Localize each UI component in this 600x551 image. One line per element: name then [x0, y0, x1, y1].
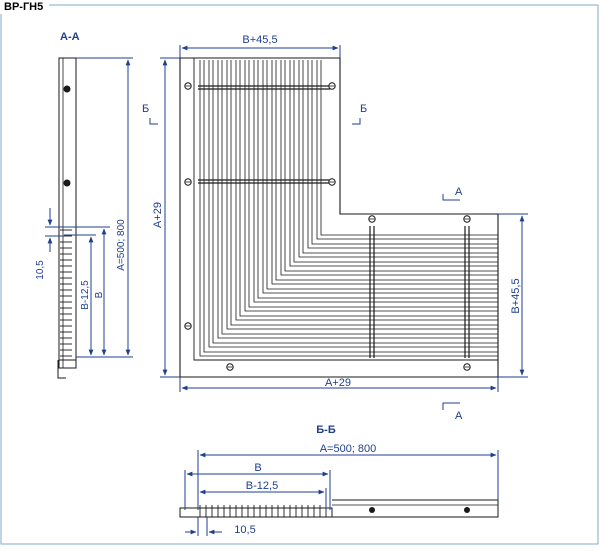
cut-mark-b-right: Б — [360, 103, 367, 115]
aa-b-label: В — [94, 291, 105, 298]
grille-bar — [235, 60, 498, 321]
screw-icon — [369, 507, 375, 513]
grille-bar — [244, 60, 498, 312]
grille-bar — [275, 60, 498, 281]
bb-width-label: А=500; 800 — [320, 443, 377, 455]
grille-bar — [298, 60, 498, 258]
grille-bar — [284, 60, 498, 272]
grille-bar — [203, 60, 498, 353]
plan-screws — [184, 82, 471, 371]
section-aa-dimensions — [45, 57, 133, 358]
grille-bar — [199, 60, 498, 357]
section-bb-dimensions — [184, 450, 499, 536]
screw-icon — [464, 507, 470, 513]
outer-border — [0, 4, 599, 545]
aa-thickness-label: 10,5 — [35, 260, 46, 280]
left-height-label: А+29 — [152, 202, 164, 228]
grille-bar — [217, 60, 498, 339]
grille-bar — [302, 60, 498, 254]
grille-bar — [311, 60, 498, 245]
grille-bar — [293, 60, 498, 263]
grille-bar — [271, 60, 498, 285]
grille-bar — [230, 60, 498, 326]
bottom-width-label: А+29 — [325, 377, 351, 389]
plan-view — [179, 57, 499, 378]
aa-b-minus-label: В-12,5 — [80, 280, 91, 310]
grille-bar — [253, 60, 498, 303]
grille-bar — [212, 60, 498, 344]
grille-bar — [257, 60, 498, 299]
cut-mark-a-bottom: А — [455, 410, 463, 422]
bb-thickness-label: 10,5 — [234, 524, 255, 536]
aa-height-label: А=500; 800 — [116, 219, 127, 271]
grille-bar — [280, 60, 498, 276]
section-aa-view — [57, 57, 77, 379]
section-bb-label: Б-Б — [316, 424, 336, 436]
grille-bar — [262, 60, 498, 294]
grille-bar — [307, 60, 498, 249]
product-title: ВР-ГН5 — [0, 0, 50, 14]
bb-b-label: В — [254, 462, 261, 474]
grille-bar — [320, 60, 498, 236]
right-height-label: В+45,5 — [510, 278, 522, 313]
bb-screws — [369, 507, 470, 513]
grille-bar — [208, 60, 498, 348]
grille-bar — [316, 60, 498, 240]
bb-b-minus-label: В-12,5 — [246, 480, 278, 492]
cut-mark-b-left: Б — [142, 103, 149, 115]
grille-bar — [248, 60, 498, 308]
plan-dimensions — [149, 45, 528, 410]
grille-bar — [239, 60, 498, 317]
section-aa-label: А-А — [60, 31, 80, 43]
cut-mark-a-top: А — [455, 186, 463, 198]
grille-bar — [266, 60, 498, 290]
grille-bar — [226, 60, 498, 330]
section-bb-view — [179, 499, 499, 518]
top-width-label: В+45,5 — [242, 34, 277, 46]
grille-bar — [289, 60, 498, 267]
grille-bar — [221, 60, 498, 335]
